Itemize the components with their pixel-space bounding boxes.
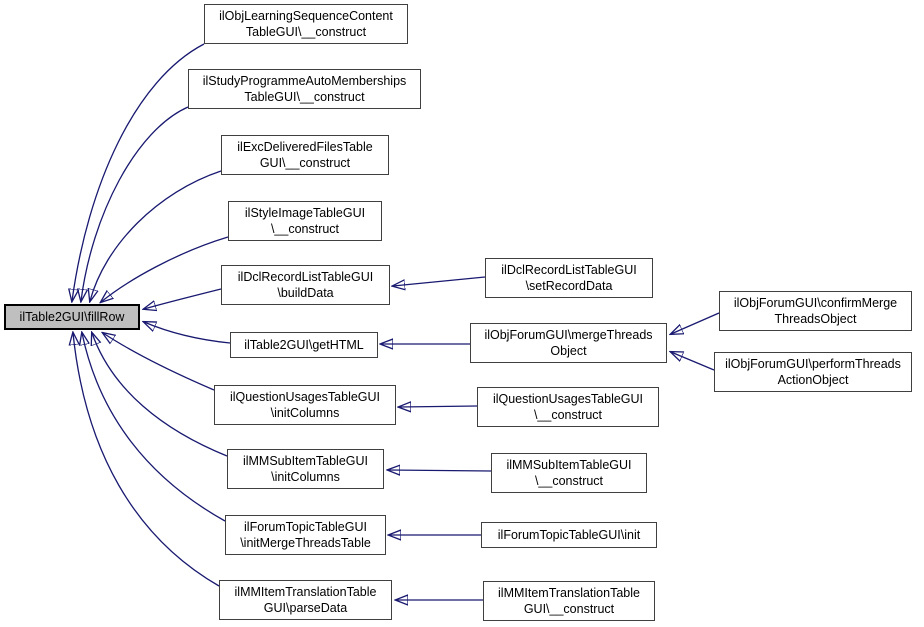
edge-question-usages-construct--question-usages-init-columns — [399, 406, 478, 407]
edge-forum-perform-threads--forum-merge-threads — [671, 352, 715, 371]
edge-question-usages-init-columns--fillRow — [103, 333, 215, 391]
node-dcl-set-record-data[interactable]: ilDclRecordListTableGUI \setRecordData — [485, 258, 653, 298]
node-mm-item-translation-construct[interactable]: ilMMItemTranslationTable GUI\__construct — [483, 581, 655, 621]
node-question-usages-construct[interactable]: ilQuestionUsagesTableGUI \__construct — [477, 387, 659, 427]
edge-style-image-construct--fillRow — [101, 236, 229, 302]
edge-dcl-set-record-data--dcl-build-data — [393, 276, 486, 286]
edge-study-prog-construct--fillRow — [81, 106, 189, 301]
edge-get-html--fillRow — [144, 322, 231, 344]
node-forum-merge-threads[interactable]: ilObjForumGUI\mergeThreads Object — [470, 323, 667, 363]
node-style-image-construct[interactable]: ilStyleImageTableGUI \__construct — [228, 201, 382, 241]
node-mm-subitem-init-columns[interactable]: ilMMSubItemTableGUI \initColumns — [227, 449, 384, 489]
edge-learning-seq-construct--fillRow — [72, 43, 205, 301]
node-question-usages-init-columns[interactable]: ilQuestionUsagesTableGUI \initColumns — [214, 385, 396, 425]
node-forum-topic-init[interactable]: ilForumTopicTableGUI\init — [481, 522, 657, 548]
node-mm-item-translation-parse[interactable]: ilMMItemTranslationTable GUI\parseData — [219, 580, 392, 620]
node-study-prog-construct[interactable]: ilStudyProgrammeAutoMemberships TableGUI… — [188, 69, 421, 109]
edge-mm-subitem-construct--mm-subitem-init-columns — [388, 470, 492, 471]
edge-exc-delivered-construct--fillRow — [90, 170, 222, 301]
node-learning-seq-construct[interactable]: ilObjLearningSequenceContent TableGUI\__… — [204, 4, 408, 44]
node-exc-delivered-construct[interactable]: ilExcDeliveredFilesTable GUI\__construct — [221, 135, 389, 175]
edge-mm-item-translation-parse--fillRow — [73, 333, 220, 587]
edge-forum-confirm-merge--forum-merge-threads — [671, 312, 720, 334]
edge-forum-topic-init-merge--fillRow — [82, 333, 226, 522]
node-forum-perform-threads[interactable]: ilObjForumGUI\performThreads ActionObjec… — [714, 352, 912, 392]
node-mm-subitem-construct[interactable]: ilMMSubItemTableGUI \__construct — [491, 453, 647, 493]
edge-dcl-build-data--fillRow — [144, 288, 222, 309]
node-dcl-build-data[interactable]: ilDclRecordListTableGUI \buildData — [221, 265, 390, 305]
edge-mm-subitem-init-columns--fillRow — [92, 333, 228, 457]
node-forum-confirm-merge[interactable]: ilObjForumGUI\confirmMerge ThreadsObject — [719, 291, 912, 331]
node-fillRow[interactable]: ilTable2GUI\fillRow — [4, 304, 140, 330]
node-get-html[interactable]: ilTable2GUI\getHTML — [230, 332, 378, 358]
node-forum-topic-init-merge[interactable]: ilForumTopicTableGUI \initMergeThreadsTa… — [225, 515, 386, 555]
